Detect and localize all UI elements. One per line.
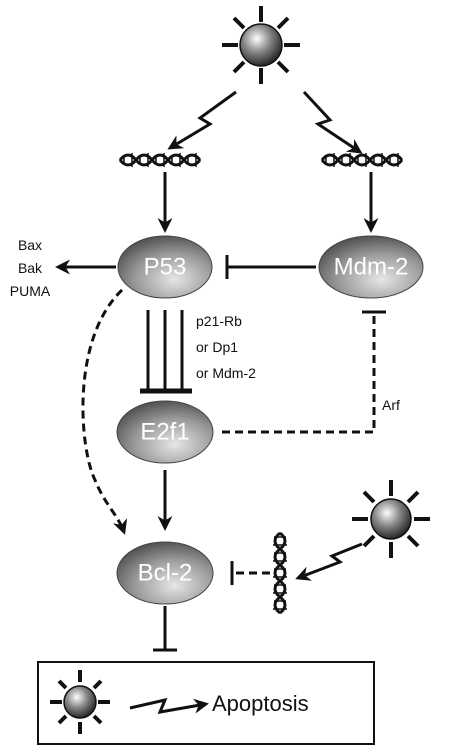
lightning-arrow-left: [167, 90, 237, 150]
inhibitor-p21-rb: p21-Rb: [196, 313, 242, 329]
lightning-arrow-to-apoptosis: [129, 697, 209, 714]
dashed-arrow-p53-to-bcl2: [81, 288, 128, 535]
node-e2f1-label: E2f1: [140, 418, 189, 445]
dna-helix-icon-left: [118, 153, 202, 167]
node-p53-label: P53: [144, 253, 187, 280]
dna-helix-icon-vertical: [273, 531, 287, 615]
stress-sun-icon-top: [222, 6, 300, 84]
target-bak: Bak: [18, 260, 43, 276]
inhibit-mdm2-p53: [225, 255, 316, 279]
node-mdm2: Mdm-2: [318, 235, 424, 299]
target-puma: PUMA: [10, 283, 51, 299]
arf-label: Arf: [382, 397, 400, 413]
inhibit-dna-bcl2: [230, 561, 270, 585]
inhibitor-dp1: or Dp1: [196, 339, 238, 355]
node-bcl2: Bcl-2: [116, 541, 214, 605]
inhibitor-mdm2: or Mdm-2: [196, 365, 256, 381]
dna-helix-icon-right: [320, 153, 404, 167]
lightning-arrow-to-dna-vertical: [295, 542, 363, 581]
inhibit-p53-e2f1: [140, 310, 192, 394]
apoptosis-label: Apoptosis: [212, 691, 309, 716]
node-bcl2-label: Bcl-2: [138, 559, 193, 586]
inhibit-arf-mdm2: [222, 310, 386, 434]
inhibit-bcl2-apoptosis: [153, 606, 177, 652]
node-e2f1: E2f1: [116, 400, 214, 464]
stress-sun-icon-right: [352, 480, 430, 558]
node-p53: P53: [117, 235, 213, 299]
lightning-arrow-right: [302, 90, 363, 154]
target-bax: Bax: [18, 237, 42, 253]
stress-sun-icon-bottom: [50, 670, 110, 734]
node-mdm2-label: Mdm-2: [334, 253, 409, 280]
